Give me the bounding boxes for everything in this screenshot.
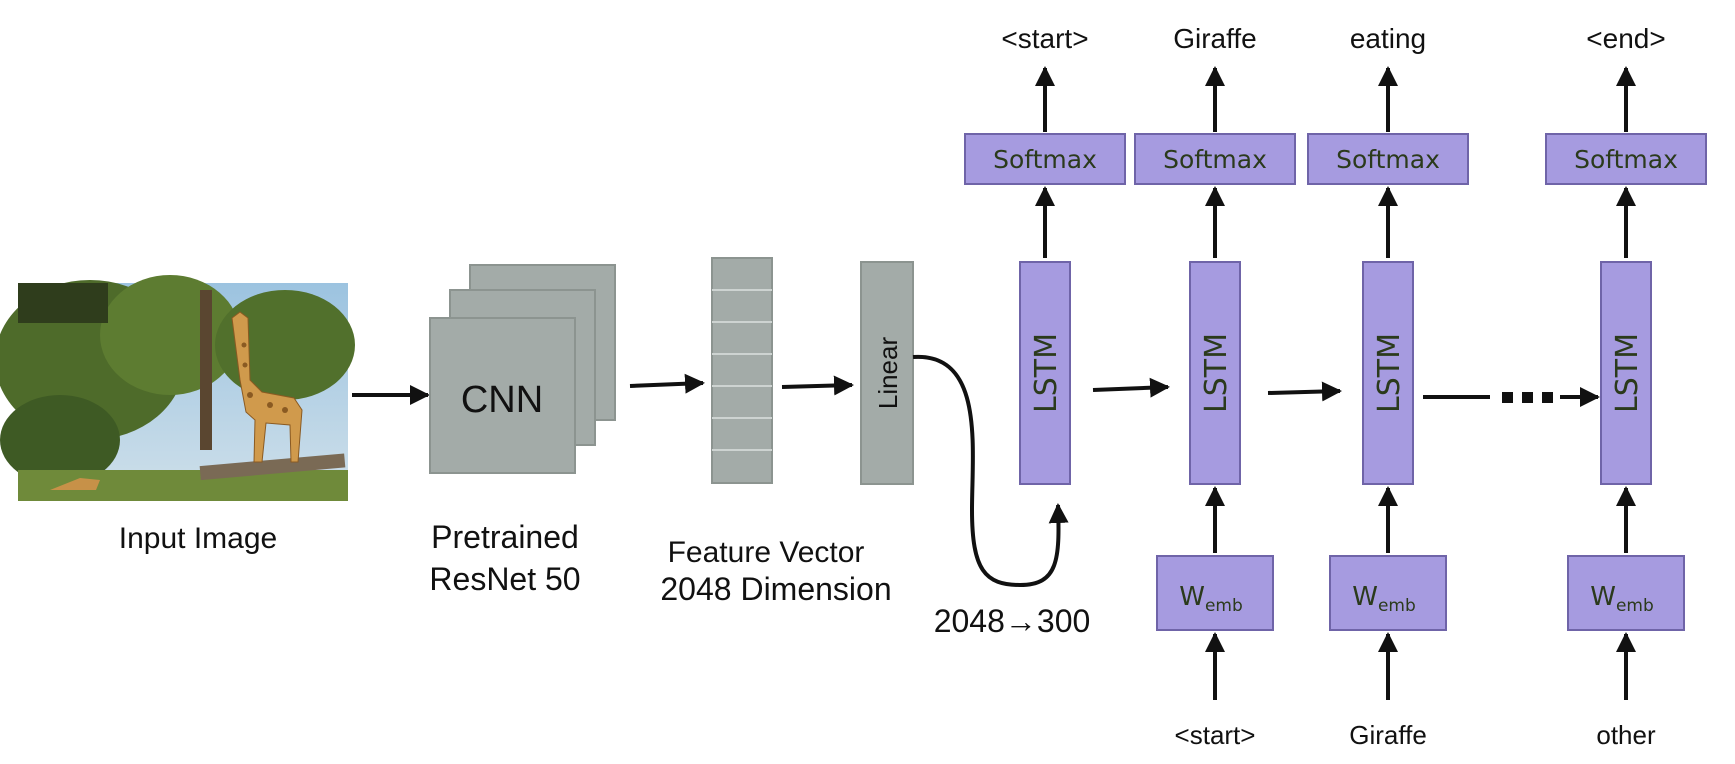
linear-label: Linear [873, 337, 903, 410]
lstm-box [1362, 261, 1414, 485]
input-word: other [1596, 720, 1656, 750]
cnn-block [429, 264, 616, 474]
wemb-label: Wemb [1590, 582, 1654, 616]
cnn-label: CNN [461, 379, 543, 421]
softmax-label: Softmax [1163, 145, 1267, 174]
feature-vector [711, 257, 773, 484]
wemb-label: Wemb [1179, 582, 1243, 616]
lstm-label: LSTM [1610, 333, 1645, 413]
ellipsis-dot [1522, 392, 1533, 403]
decoder: <start>SoftmaxLSTMGiraffeSoftmaxLSTMWemb… [964, 23, 1707, 750]
ellipsis-dot [1542, 392, 1553, 403]
linear-box [860, 261, 914, 485]
input-word: Giraffe [1349, 720, 1427, 750]
wemb-box [1156, 555, 1274, 631]
arrow-cnn-to-feature [629, 373, 705, 394]
wemb-box [1329, 555, 1447, 631]
output-word: <start> [1001, 23, 1088, 54]
cnn-caption-line2: ResNet 50 [429, 561, 580, 597]
arrow-linear-to-lstm [912, 354, 1069, 588]
softmax-label: Softmax [1574, 145, 1678, 174]
ellipsis-dot [1502, 392, 1513, 403]
feature-caption-line1: Feature Vector [668, 536, 865, 569]
input-word: <start> [1175, 720, 1256, 750]
softmax-label: Softmax [1336, 145, 1440, 174]
input-image-caption: Input Image [119, 522, 277, 555]
lstm-box [1600, 261, 1652, 485]
lstm-box [1019, 261, 1071, 485]
softmax-box [1134, 133, 1296, 185]
arrow-lstm-2-to-3 [1267, 381, 1342, 402]
softmax-box [964, 133, 1126, 185]
cnn-caption-line1: Pretrained [431, 519, 579, 555]
feature-caption-line2: 2048 Dimension [660, 571, 891, 607]
arrow-lstm-1-to-2 [1092, 377, 1170, 398]
wemb-label: Wemb [1352, 582, 1416, 616]
input-image [0, 275, 355, 501]
lstm-label: LSTM [1372, 333, 1407, 413]
output-word: <end> [1586, 23, 1665, 54]
output-word: Giraffe [1173, 23, 1257, 54]
arrow-feature-to-linear [781, 375, 854, 396]
softmax-box [1545, 133, 1707, 185]
softmax-label: Softmax [993, 145, 1097, 174]
wemb-box [1567, 555, 1685, 631]
linear-caption: 2048→300 [934, 603, 1091, 639]
lstm-label: LSTM [1029, 333, 1064, 413]
lstm-box [1189, 261, 1241, 485]
output-word: eating [1350, 23, 1426, 54]
lstm-label: LSTM [1199, 333, 1234, 413]
softmax-box [1307, 133, 1469, 185]
